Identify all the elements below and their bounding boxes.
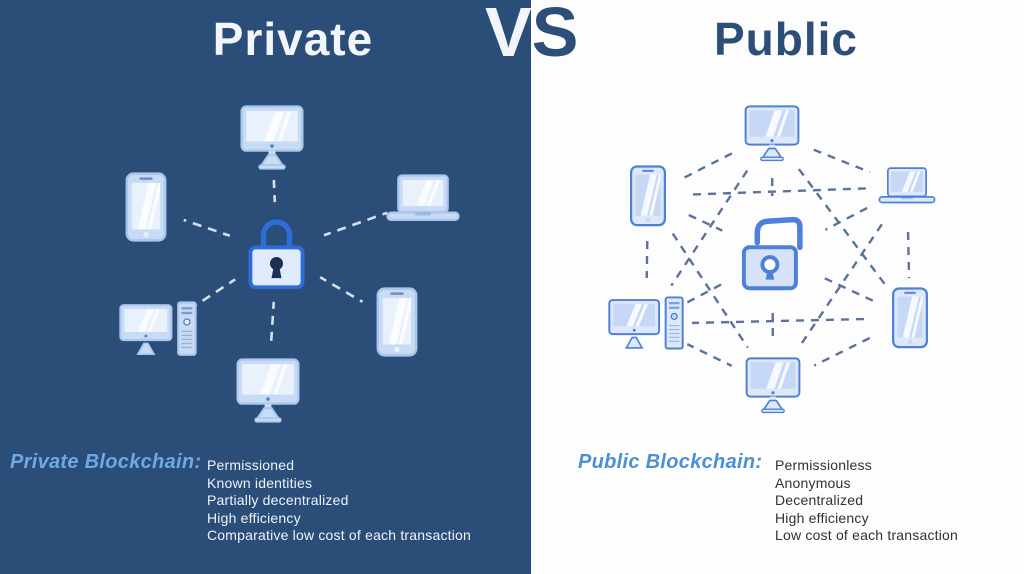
list-item: Permissioned [207, 457, 295, 473]
public-heading: Public [713, 13, 859, 65]
public-feature-list: Permissionless Anonymous Decentralized H… [775, 457, 958, 545]
list-item: Permissionless [775, 457, 872, 473]
list-item: Decentralized [775, 492, 864, 509]
list-item: High efficiency [207, 509, 301, 526]
list-item: Anonymous [775, 474, 851, 491]
list-item: Comparative low cost of each transaction [207, 527, 472, 544]
private-feature-list: Permissioned Known identities Partially … [207, 457, 471, 545]
public-blockchain-label: Public Blockchain: [578, 451, 763, 473]
list-item: High efficiency [775, 509, 869, 526]
vs-letter-s: S [531, 0, 579, 71]
vs-letter-v: V [485, 0, 532, 71]
list-item: Known identities [207, 474, 313, 491]
list-item: Partially decentralized [207, 492, 349, 509]
vs-divider-text: VS [485, 0, 578, 72]
list-item: Low cost of each transaction [775, 527, 959, 544]
private-heading: Private [212, 13, 374, 65]
private-blockchain-label: Private Blockchain: [10, 451, 202, 473]
